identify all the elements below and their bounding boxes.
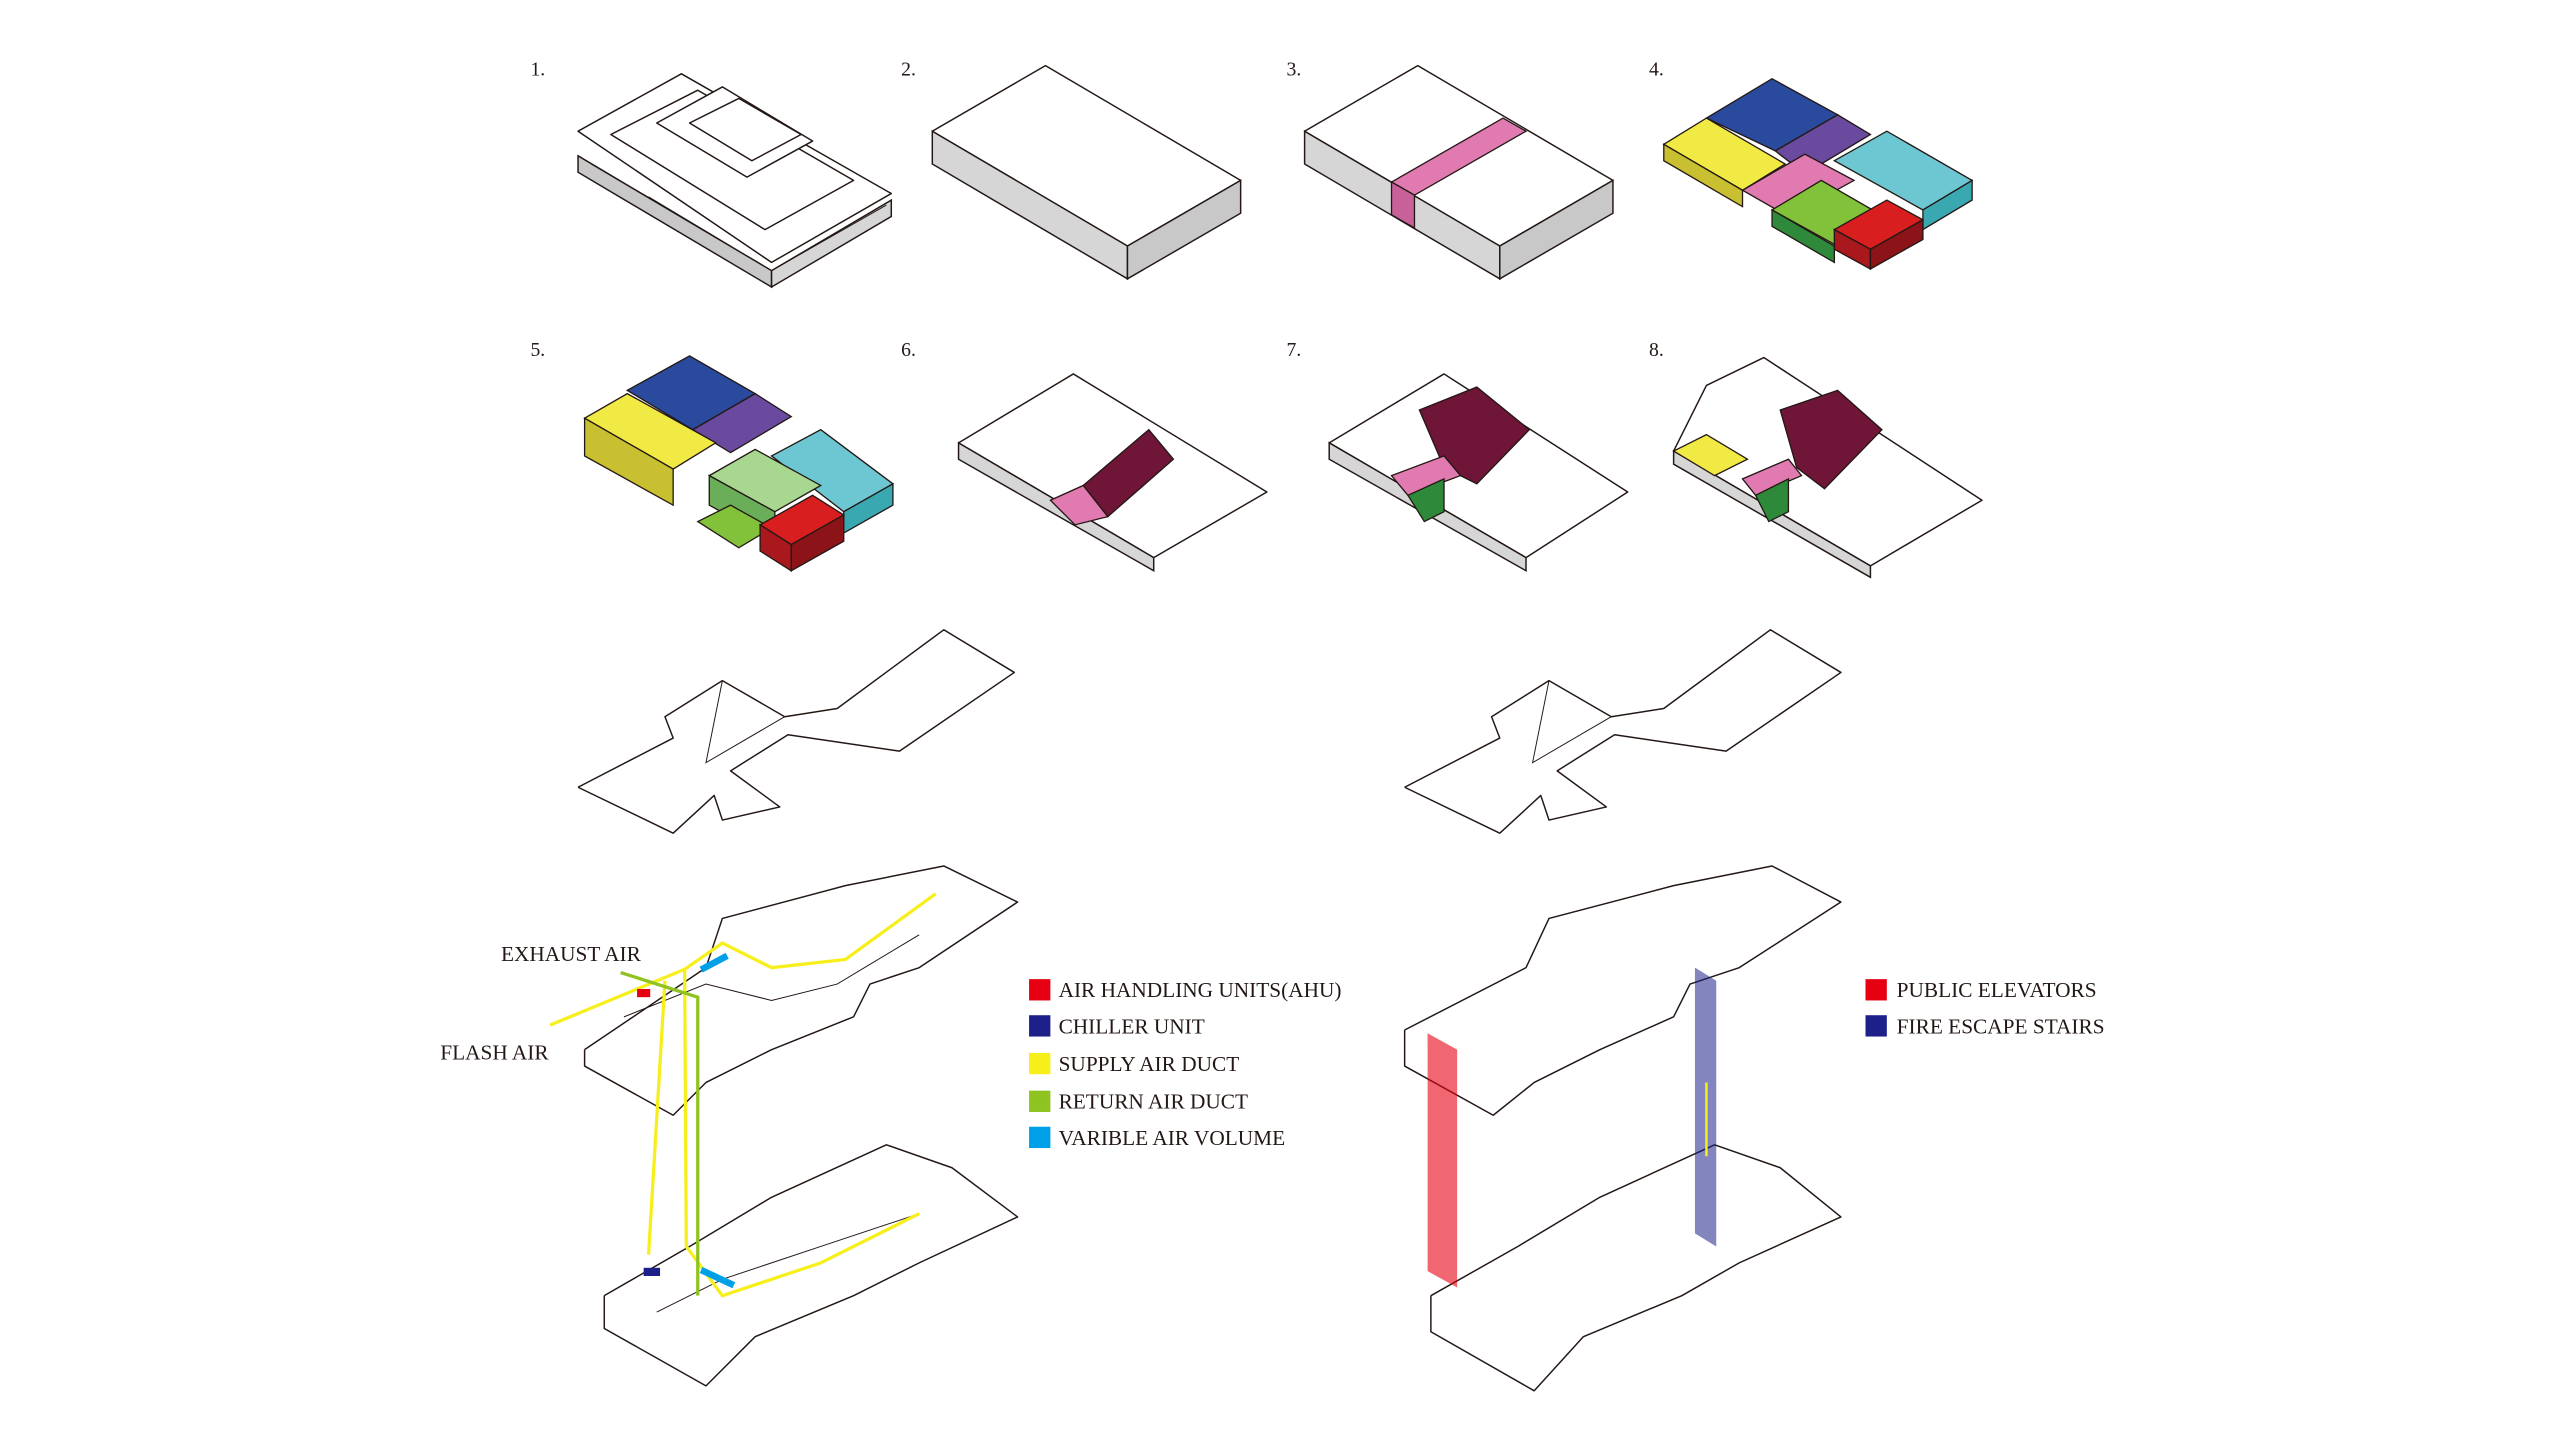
legend-ahu: AIR HANDLING UNITS(AHU): [1059, 978, 1342, 1002]
flash-air-label: FLASH AIR: [440, 1040, 549, 1064]
step-8-carved-volume: [1672, 356, 1983, 579]
legend-fire-escape-stairs: FIRE ESCAPE STAIRS: [1897, 1014, 2105, 1038]
step-2-volume: [931, 64, 1242, 281]
exhaust-air-label: EXHAUST AIR: [501, 942, 642, 966]
circulation-legend: PUBLIC ELEVATORS FIRE ESCAPE STAIRS: [1865, 978, 2105, 1038]
return-air-duct: [620, 971, 700, 1296]
roof-outline-right: [1404, 629, 1842, 834]
step-6-carved-volume: [957, 373, 1268, 573]
step-6-number: 6.: [901, 339, 916, 361]
vav-unit: [699, 952, 729, 973]
public-elevator-shaft: [1427, 1033, 1458, 1288]
step-7-carved-volume: [1328, 373, 1629, 573]
roof-outline-left: [577, 629, 1016, 834]
step-2-number: 2.: [901, 58, 916, 80]
step-1-number: 1.: [530, 58, 545, 80]
step-3-split-volume: [1303, 64, 1614, 281]
legend-public-elevators: PUBLIC ELEVATORS: [1897, 978, 2097, 1002]
step-1-existing-building: [577, 73, 893, 289]
hvac-legend: AIR HANDLING UNITS(AHU) CHILLER UNIT SUP…: [1029, 978, 1342, 1150]
legend-vav: VARIBLE AIR VOLUME: [1059, 1126, 1286, 1150]
legend-return-duct: RETURN AIR DUCT: [1059, 1090, 1248, 1114]
step-3-number: 3.: [1287, 58, 1302, 80]
step-5-number: 5.: [530, 339, 545, 361]
step-7-number: 7.: [1287, 339, 1302, 361]
step-8-number: 8.: [1649, 339, 1664, 361]
legend-chiller: CHILLER UNIT: [1059, 1014, 1205, 1038]
vav-unit-lower: [699, 1267, 736, 1289]
chiller-unit: [643, 1267, 661, 1276]
circulation-lower-floor-plan: [1430, 1144, 1842, 1392]
hvac-upper-floor-plan: [583, 865, 1019, 1116]
legend-supply-duct: SUPPLY AIR DUCT: [1059, 1052, 1240, 1076]
ahu-unit: [637, 988, 651, 998]
step-4-number: 4.: [1649, 58, 1664, 80]
step-4-program-blocks: [1662, 77, 1974, 271]
step-5-stacked-blocks: [583, 355, 895, 572]
circulation-upper-floor-plan: [1403, 865, 1842, 1116]
